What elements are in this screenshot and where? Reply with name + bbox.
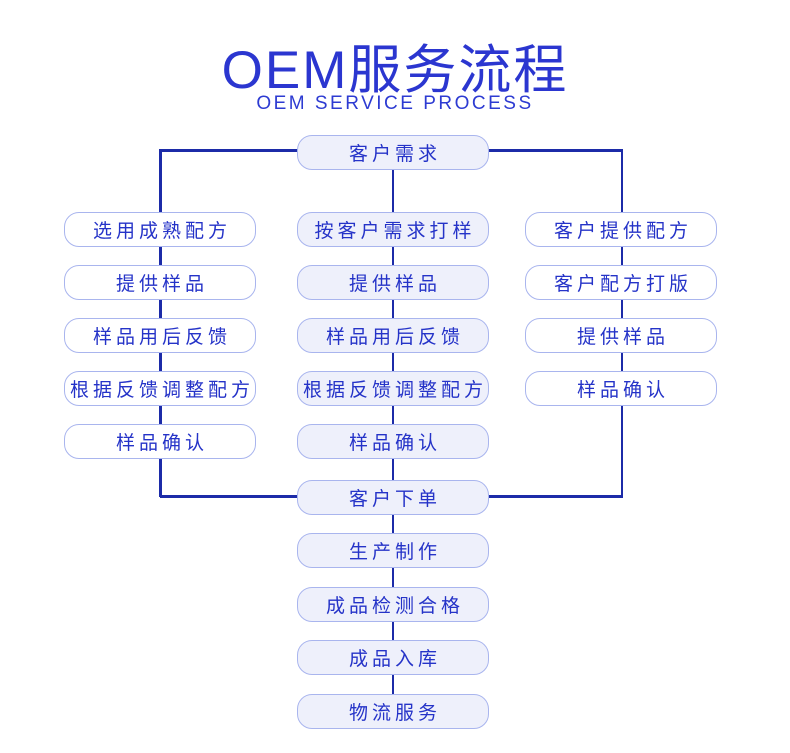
flow-box-sample-confirm-left: 样品确认 (64, 424, 256, 459)
page-title: OEM服务流程 (221, 41, 569, 100)
flow-box-adjust-formula-middle: 根据反馈调整配方 (297, 371, 489, 406)
flow-box-sample-feedback-middle: 样品用后反馈 (297, 318, 489, 353)
connector-top-left-h (160, 149, 299, 152)
flow-box-customer-need: 客户需求 (297, 135, 489, 170)
flow-box-warehousing: 成品入库 (297, 640, 489, 675)
connector-bottom-left-h (160, 495, 299, 498)
flow-box-provide-sample-middle: 提供样品 (297, 265, 489, 300)
flow-box-customer-order: 客户下单 (297, 480, 489, 515)
flow-box-select-mature-formula: 选用成熟配方 (64, 212, 256, 247)
page-subtitle: OEM SERVICE PROCESS (256, 93, 534, 114)
connector-top-right-h (489, 149, 623, 152)
flow-box-logistics: 物流服务 (297, 694, 489, 729)
flow-box-provide-sample-right: 提供样品 (525, 318, 717, 353)
flow-box-adjust-formula-left: 根据反馈调整配方 (64, 371, 256, 406)
connector-bottom-right-h (489, 495, 623, 498)
flow-box-sample-confirm-middle: 样品确认 (297, 424, 489, 459)
flow-box-provide-sample-left: 提供样品 (64, 265, 256, 300)
flow-box-customer-provide-formula: 客户提供配方 (525, 212, 717, 247)
flow-box-customer-formula-proof: 客户配方打版 (525, 265, 717, 300)
flow-box-sample-feedback-left: 样品用后反馈 (64, 318, 256, 353)
flow-box-sample-per-need: 按客户需求打样 (297, 212, 489, 247)
flow-box-production: 生产制作 (297, 533, 489, 568)
flow-box-sample-confirm-right: 样品确认 (525, 371, 717, 406)
flow-box-inspection-passed: 成品检测合格 (297, 587, 489, 622)
